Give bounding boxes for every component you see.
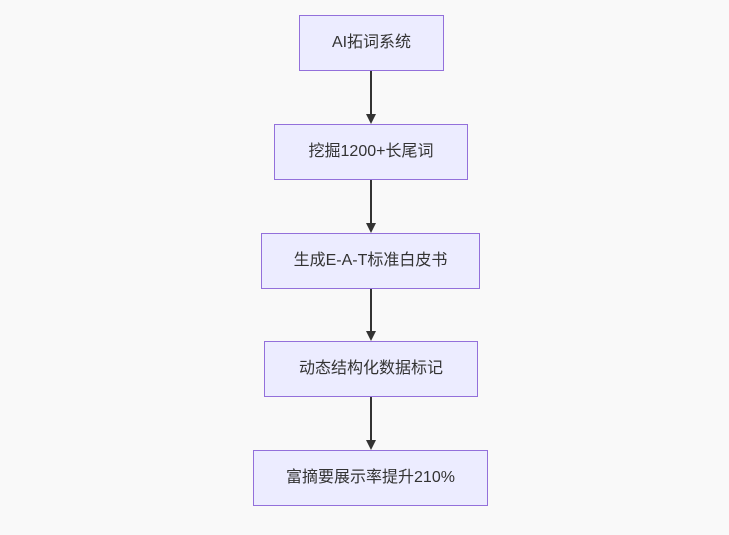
arrowhead-down-icon [366, 223, 376, 233]
arrow-line [370, 397, 372, 441]
flow-node-eat-whitepaper: 生成E-A-T标准白皮书 [261, 233, 480, 289]
flow-node-longtail-keywords: 挖掘1200+长尾词 [274, 124, 468, 180]
arrow-line [370, 71, 372, 115]
flow-node-structured-data-markup: 动态结构化数据标记 [264, 341, 478, 397]
arrow-line [370, 180, 372, 224]
arrow-line [370, 289, 372, 332]
arrowhead-down-icon [366, 331, 376, 341]
flow-node-ai-word-expansion-system: AI拓词系统 [299, 15, 444, 71]
flow-node-rich-snippet-rate: 富摘要展示率提升210% [253, 450, 488, 506]
arrowhead-down-icon [366, 440, 376, 450]
arrowhead-down-icon [366, 114, 376, 124]
